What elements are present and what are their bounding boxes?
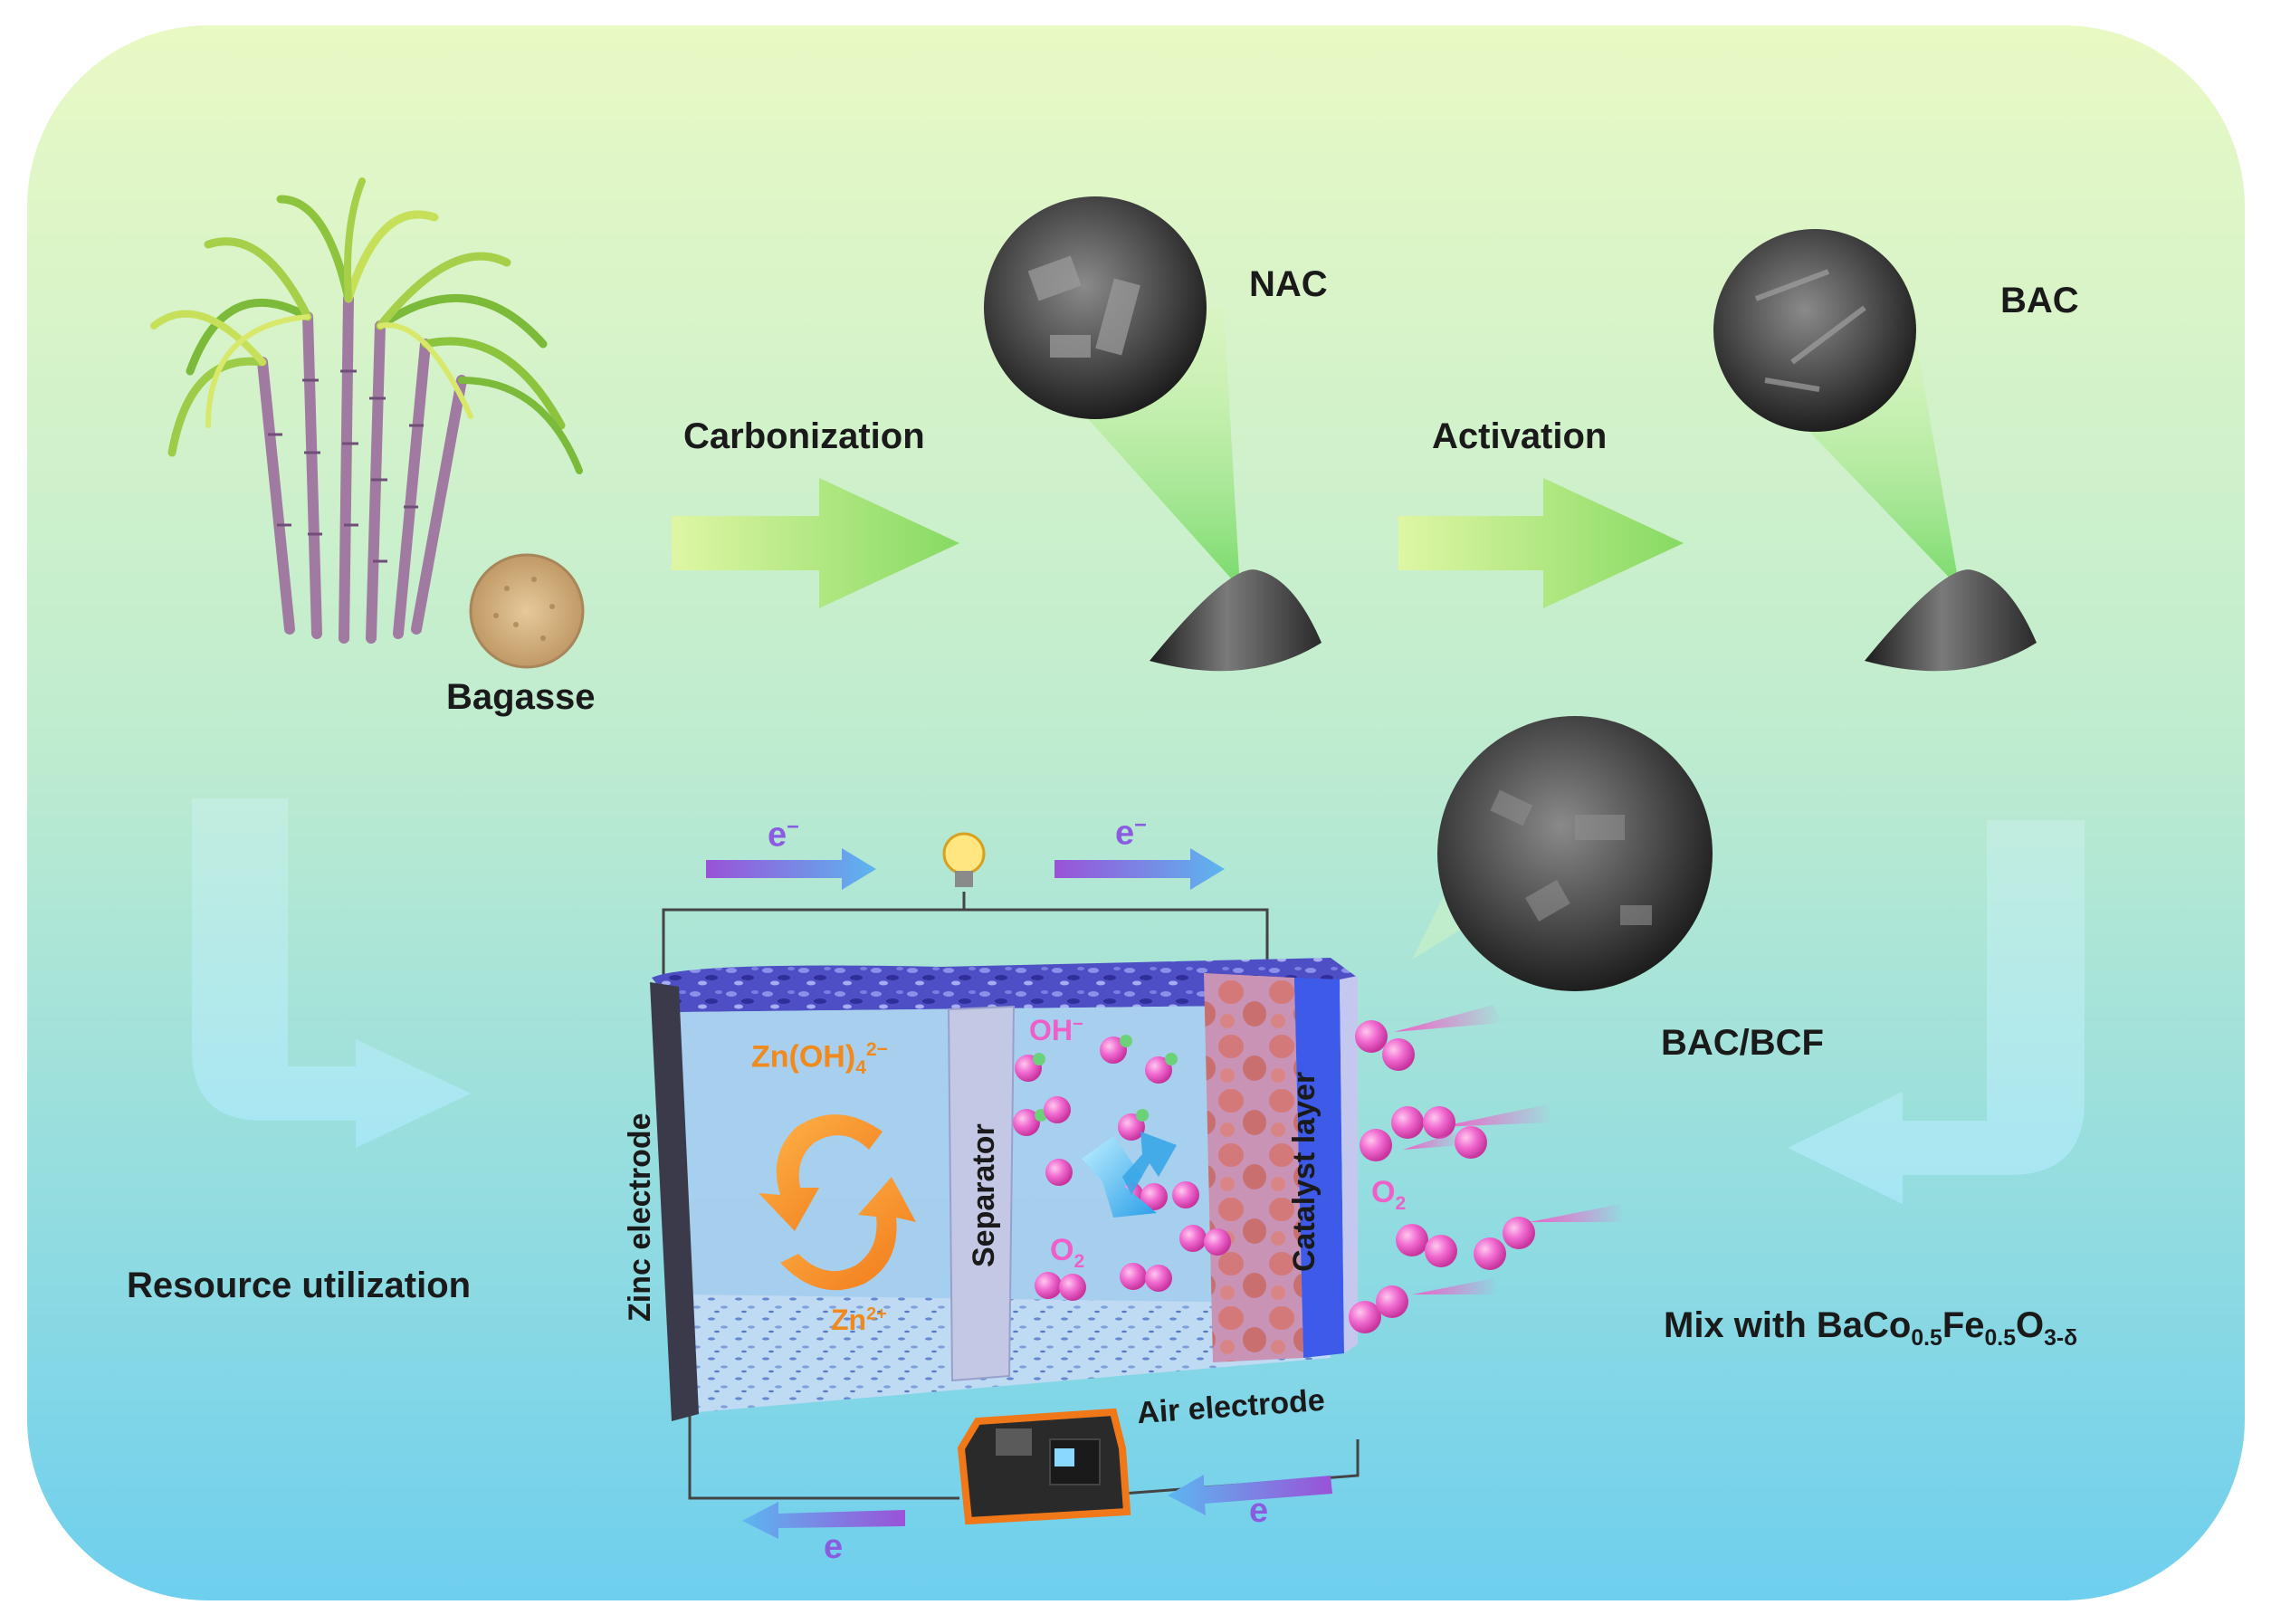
electron-arrow-bottom-left [742,1502,905,1539]
bac-label: BAC [2000,281,2079,320]
electron-arrow-top-left [706,848,876,890]
zinc-electrode-label: Zinc electrode [623,1113,657,1322]
light-bulb-icon [942,832,986,910]
activation-arrow [1398,478,1684,608]
background-panel [27,25,2245,1600]
zinc-electrode-plate [650,982,699,1421]
bagasse-label: Bagasse [446,677,596,717]
zinc-air-battery [650,958,1358,1421]
air-electrode-plate [1294,978,1344,1358]
oxygen-inner-label: O2 [1050,1233,1085,1272]
electron-arrow-top-right [1054,848,1225,890]
electron-label-bottom-left: e [824,1528,844,1566]
carbonization-arrow [672,478,959,608]
bac-bcf-microscope-view [1412,716,1713,991]
zinc-ion-label: Zn2+ [831,1304,887,1336]
electron-label-top-right: e− [1115,813,1147,853]
resource-utilization-arrow [192,798,471,1148]
electron-arrow-bottom-right [1168,1475,1332,1515]
separator-label: Separator [967,1123,1001,1267]
nac-microscope-view [984,196,1322,672]
mix-arrow [1788,820,2085,1204]
zincate-cycle-icon [759,1114,916,1291]
oxygen-molecules-outside [1349,1005,1625,1333]
hydroxide-label: OH− [1029,1014,1083,1046]
electron-label-bottom-right: e [1249,1492,1269,1530]
nac-label: NAC [1249,264,1328,304]
catalyst-layer-label: Catalyst layer [1287,1071,1322,1272]
power-station-icon [957,1408,1131,1525]
separator-layer [947,1005,1016,1382]
activation-label: Activation [1432,416,1608,456]
electron-label-top-left: e− [768,815,799,855]
bac-bcf-label: BAC/BCF [1661,1023,1824,1063]
mix-with-label: Mix with BaCo0.5Fe0.5O3-δ [1664,1305,2078,1351]
reaction-arrow-icon [1082,1132,1177,1218]
bac-microscope-view [1713,229,2037,672]
carbonization-label: Carbonization [683,416,925,456]
bagasse-sample-icon [469,553,585,669]
sugarcane-icon [150,177,583,644]
zincate-label: Zn(OH)42− [751,1039,888,1079]
electrolyte-molecules [1013,1035,1231,1301]
resource-utilization-label: Resource utilization [127,1266,472,1305]
catalyst-layer [1204,973,1303,1362]
oxygen-outer-label: O2 [1371,1175,1407,1214]
